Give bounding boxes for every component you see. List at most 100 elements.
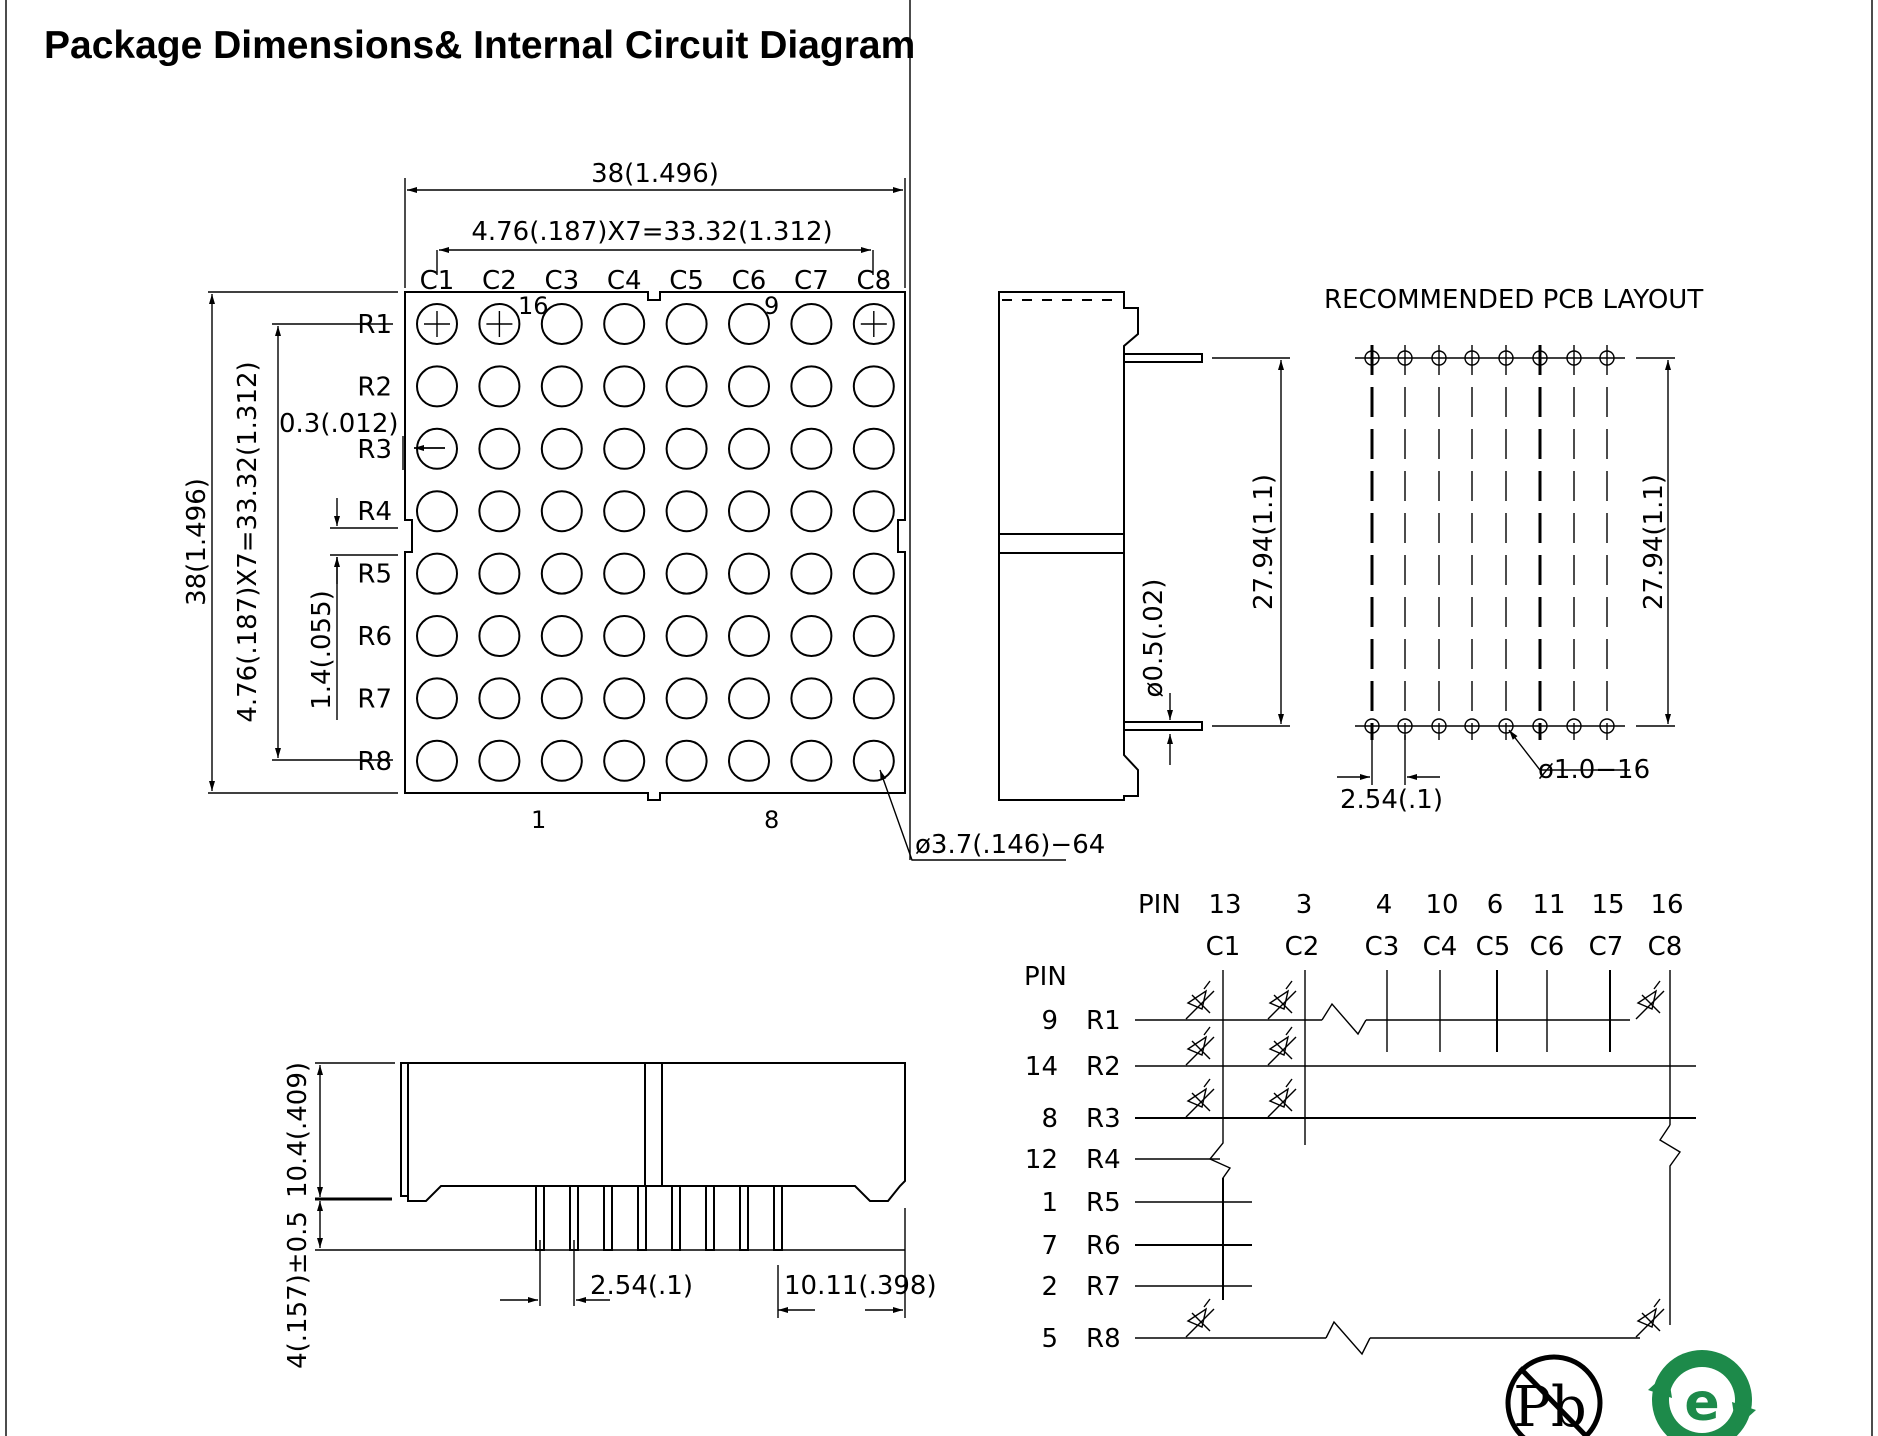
circuit-row-label: R6 xyxy=(1086,1231,1121,1261)
led-diameter-dimension: ø3.7(.146)−64 xyxy=(915,830,1105,860)
led-dot xyxy=(852,490,895,533)
column-label: C6 xyxy=(732,266,767,296)
led-dot xyxy=(478,739,521,782)
led-dot xyxy=(790,552,833,595)
led-dot xyxy=(540,552,583,595)
row-label: R8 xyxy=(357,747,392,777)
led-dot xyxy=(852,677,895,720)
bottom-view: 10.4(.409) 4(.157)±0.5 2.54(.1) 10.11(.3… xyxy=(283,1062,937,1369)
led-dot xyxy=(603,427,646,470)
led-dot xyxy=(478,303,521,345)
pcb-pitch-dimension: 2.54(.1) xyxy=(1340,785,1443,815)
width-dimension: 38(1.496) xyxy=(591,159,719,189)
circuit-row-label: R1 xyxy=(1086,1006,1121,1036)
pitch-y-dimension: 4.76(.187)X7=33.32(1.312) xyxy=(233,361,263,722)
led-dot xyxy=(728,365,770,408)
pcb-hole xyxy=(1364,345,1380,740)
led-dot xyxy=(665,552,708,595)
led-dot xyxy=(478,490,521,533)
column-label: C8 xyxy=(856,266,891,296)
circuit-row-pin: 5 xyxy=(1041,1324,1058,1354)
led-dot xyxy=(665,303,708,345)
led-dot xyxy=(790,677,833,720)
page-title: Package Dimensions& Internal Circuit Dia… xyxy=(44,24,916,67)
pcb-hole xyxy=(1566,345,1582,740)
led-dot xyxy=(852,552,895,595)
led-dot xyxy=(478,427,521,470)
column-label: C4 xyxy=(607,266,642,296)
led-dot xyxy=(790,615,833,657)
pin-mark-8: 8 xyxy=(764,806,779,834)
circuit-column-label: C2 xyxy=(1285,932,1320,962)
body-height-dimension: 10.4(.409) xyxy=(283,1062,313,1198)
circuit-row-label: R2 xyxy=(1086,1052,1121,1082)
led-dot xyxy=(790,365,833,408)
gap-dimension: 0.3(.012) xyxy=(279,409,399,439)
led-dot xyxy=(728,615,770,657)
led-diode xyxy=(1185,1078,1215,1118)
pcb-hole xyxy=(1397,345,1413,740)
row-label: R6 xyxy=(357,622,392,652)
led-dot xyxy=(416,303,458,345)
led-dot xyxy=(603,615,646,657)
led-dot xyxy=(852,739,895,782)
bottom-pin xyxy=(603,1185,613,1251)
circuit-column-label: C7 xyxy=(1589,932,1624,962)
eco-label: e xyxy=(1684,1373,1719,1433)
led-dot xyxy=(540,365,583,408)
pb-free-icon: Pb xyxy=(1505,1354,1603,1436)
circuit-column-label: C3 xyxy=(1365,932,1400,962)
led-dot xyxy=(478,677,521,720)
pin-mark-1: 1 xyxy=(531,806,546,834)
circuit-column-pin: 16 xyxy=(1650,890,1683,920)
led-matrix-grid xyxy=(414,303,895,782)
column-label: C3 xyxy=(544,266,579,296)
column-label: C2 xyxy=(482,266,517,296)
led-dot xyxy=(478,365,521,408)
circuit-row-pin: 7 xyxy=(1041,1231,1058,1261)
bottom-pin-row xyxy=(458,1185,905,1251)
led-dot xyxy=(728,303,770,345)
pitch-x-dimension: 4.76(.187)X7=33.32(1.312) xyxy=(471,217,832,247)
pcb-layout-heading: RECOMMENDED PCB LAYOUT xyxy=(1324,285,1703,315)
circuit-row-pin: 12 xyxy=(1025,1145,1058,1175)
bottom-pin xyxy=(671,1185,681,1251)
led-diode xyxy=(1635,980,1665,1020)
pin-length-dimension: 4(.157)±0.5 xyxy=(283,1211,313,1369)
led-dot xyxy=(852,427,895,470)
led-dot xyxy=(540,490,583,533)
spacing-dimension: 1.4(.055) xyxy=(307,590,337,710)
pcb-hole xyxy=(1431,345,1447,740)
circuit-row-label: R3 xyxy=(1086,1104,1121,1134)
pcb-layout: RECOMMENDED PCB LAYOUT 27.94(1.1) ø1.0−1… xyxy=(1324,285,1703,815)
circuit-pin-label-side: PIN xyxy=(1024,962,1067,992)
circuit-column-label: C8 xyxy=(1648,932,1683,962)
circuit-column-pin: 13 xyxy=(1208,890,1241,920)
row-label: R4 xyxy=(357,497,392,527)
height-dimension: 38(1.496) xyxy=(182,478,212,606)
circuit-column-label: C4 xyxy=(1423,932,1458,962)
led-dot xyxy=(603,365,646,408)
circuit-column-pin: 3 xyxy=(1296,890,1313,920)
row-label: R3 xyxy=(357,435,392,465)
led-dot xyxy=(665,427,708,470)
row-label: R7 xyxy=(357,684,392,714)
led-dot xyxy=(790,739,833,782)
circuit-row-pin: 8 xyxy=(1041,1104,1058,1134)
led-dot xyxy=(416,739,458,782)
circuit-column-pin: 11 xyxy=(1532,890,1565,920)
led-dot xyxy=(728,427,770,470)
circuit-row-label: R8 xyxy=(1086,1324,1121,1354)
led-dot xyxy=(728,739,770,782)
pin-pitch-dimension: 2.54(.1) xyxy=(590,1271,693,1301)
led-dot xyxy=(416,365,458,408)
led-dot xyxy=(603,552,646,595)
side-pin-span-dimension: 27.94(1.1) xyxy=(1249,474,1279,610)
pcb-hole xyxy=(1464,345,1480,740)
